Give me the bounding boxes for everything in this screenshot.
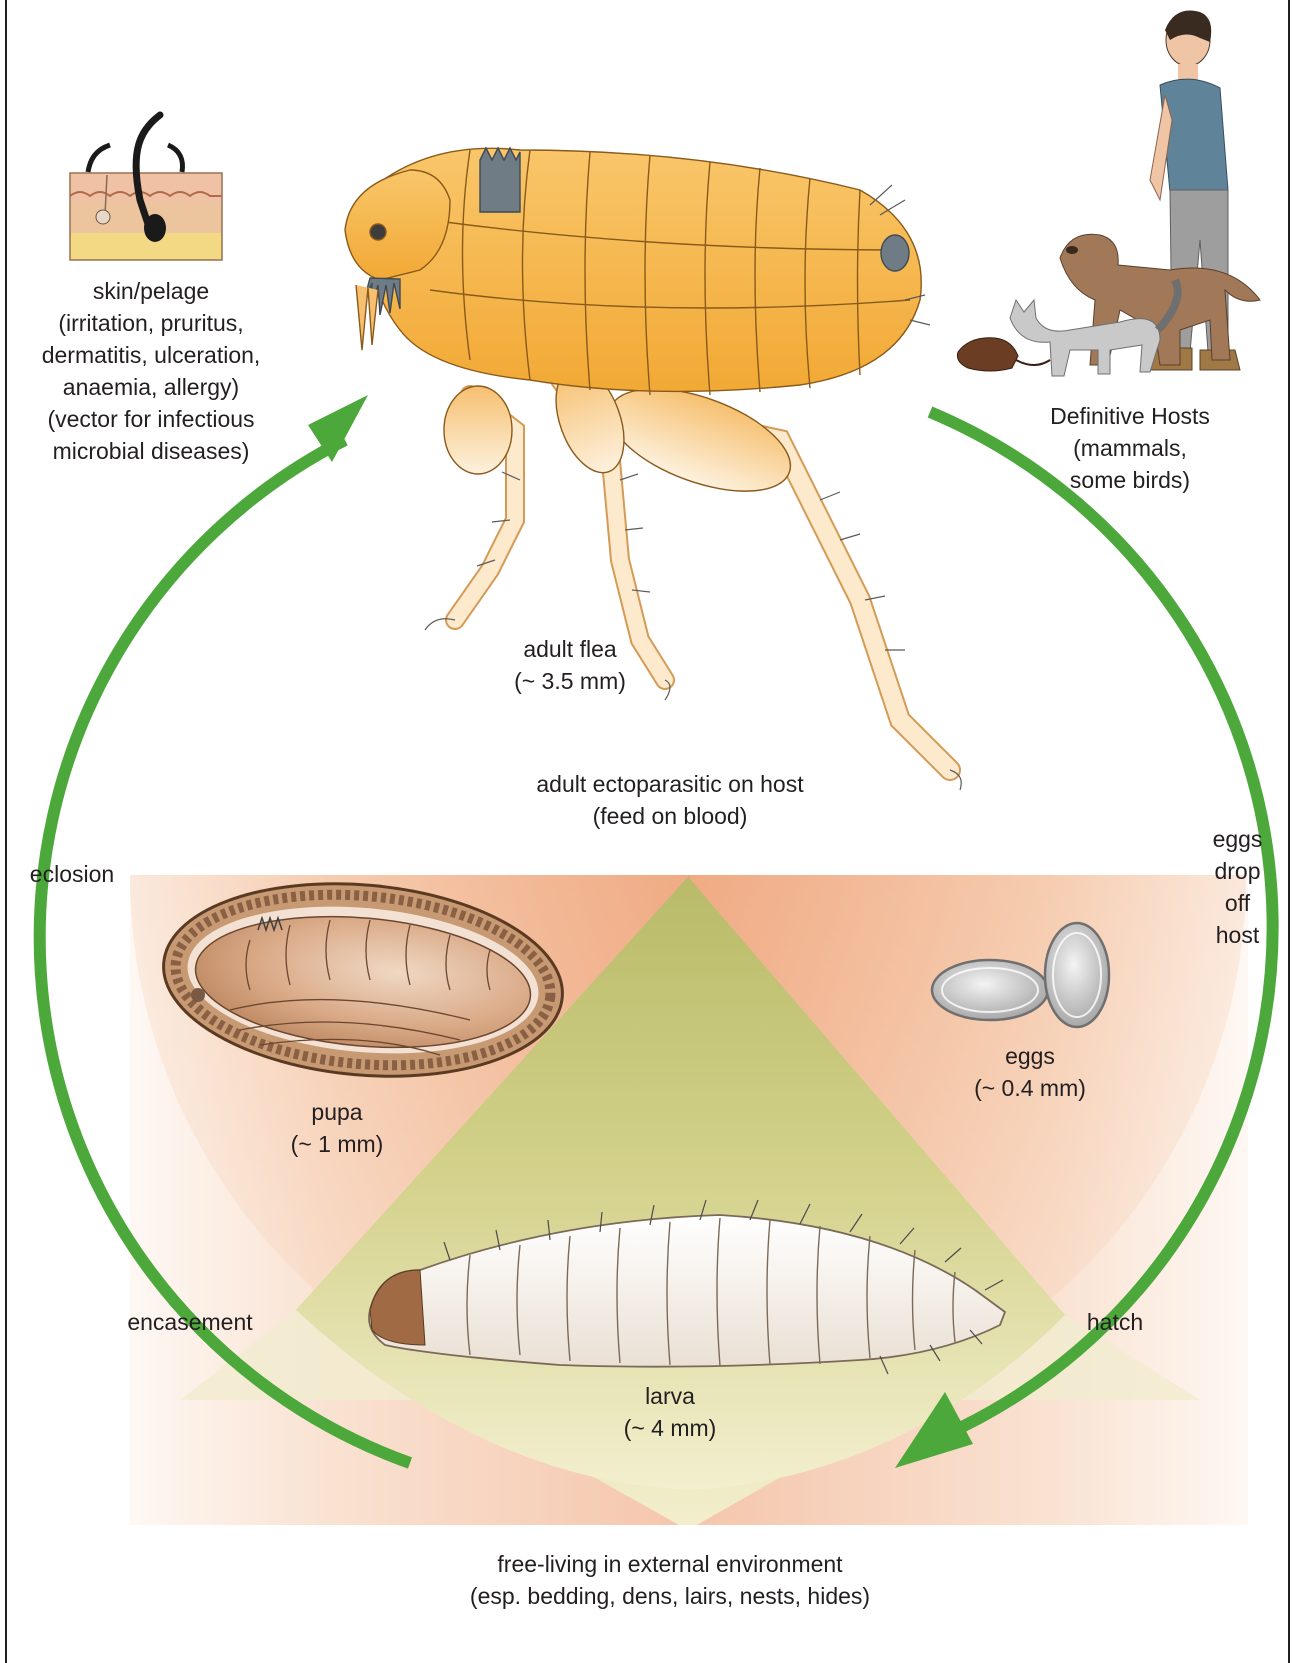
larva-label: larva (~ 4 mm) (600, 1380, 740, 1444)
hosts-label-line: Definitive Hosts (1020, 400, 1240, 432)
adult-flea-name: adult flea (480, 633, 660, 665)
eclosion-label: eclosion (22, 858, 122, 890)
hosts-label-line: some birds) (1020, 464, 1240, 496)
skin-label-line: (irritation, pruritus, (20, 307, 282, 339)
eggs-drop-line: drop (1200, 855, 1275, 887)
skin-label-line: microbial diseases) (20, 435, 282, 467)
eggs-drop-line: eggs (1200, 823, 1275, 855)
free-living-label: free-living in external environment (esp… (450, 1548, 890, 1612)
larva-size: (~ 4 mm) (600, 1412, 740, 1444)
hosts-label: Definitive Hosts (mammals, some birds) (1020, 400, 1240, 496)
adult-stage-label: adult ectoparasitic on host (feed on blo… (500, 768, 840, 832)
pupa-label: pupa (~ 1 mm) (262, 1096, 412, 1160)
skin-label-line: (vector for infectious (20, 403, 282, 435)
eggs-drop-line: off (1200, 887, 1275, 919)
adult-stage-line: adult ectoparasitic on host (500, 768, 840, 800)
skin-label-line: dermatitis, ulceration, (20, 339, 282, 371)
encasement-label: encasement (110, 1306, 270, 1338)
skin-label-line: anaemia, allergy) (20, 371, 282, 403)
eggs-name: eggs (960, 1040, 1100, 1072)
adult-flea-label: adult flea (~ 3.5 mm) (480, 633, 660, 697)
eggs-drop-label: eggs drop off host (1200, 823, 1275, 951)
free-living-line: free-living in external environment (450, 1548, 890, 1580)
skin-section-icon (70, 115, 222, 260)
eggs-size: (~ 0.4 mm) (960, 1072, 1100, 1104)
pupa-name: pupa (262, 1096, 412, 1128)
pupa-size: (~ 1 mm) (262, 1128, 412, 1160)
eggs-drop-line: host (1200, 919, 1275, 951)
adult-stage-line: (feed on blood) (500, 800, 840, 832)
larva-name: larva (600, 1380, 740, 1412)
eggs-label: eggs (~ 0.4 mm) (960, 1040, 1100, 1104)
skin-label-line: skin/pelage (20, 275, 282, 307)
hosts-illustration (957, 10, 1260, 376)
skin-label: skin/pelage (irritation, pruritus, derma… (20, 275, 282, 467)
hosts-label-line: (mammals, (1020, 432, 1240, 464)
free-living-line: (esp. bedding, dens, lairs, nests, hides… (450, 1580, 890, 1612)
hatch-label: hatch (1075, 1306, 1155, 1338)
adult-flea-size: (~ 3.5 mm) (480, 665, 660, 697)
